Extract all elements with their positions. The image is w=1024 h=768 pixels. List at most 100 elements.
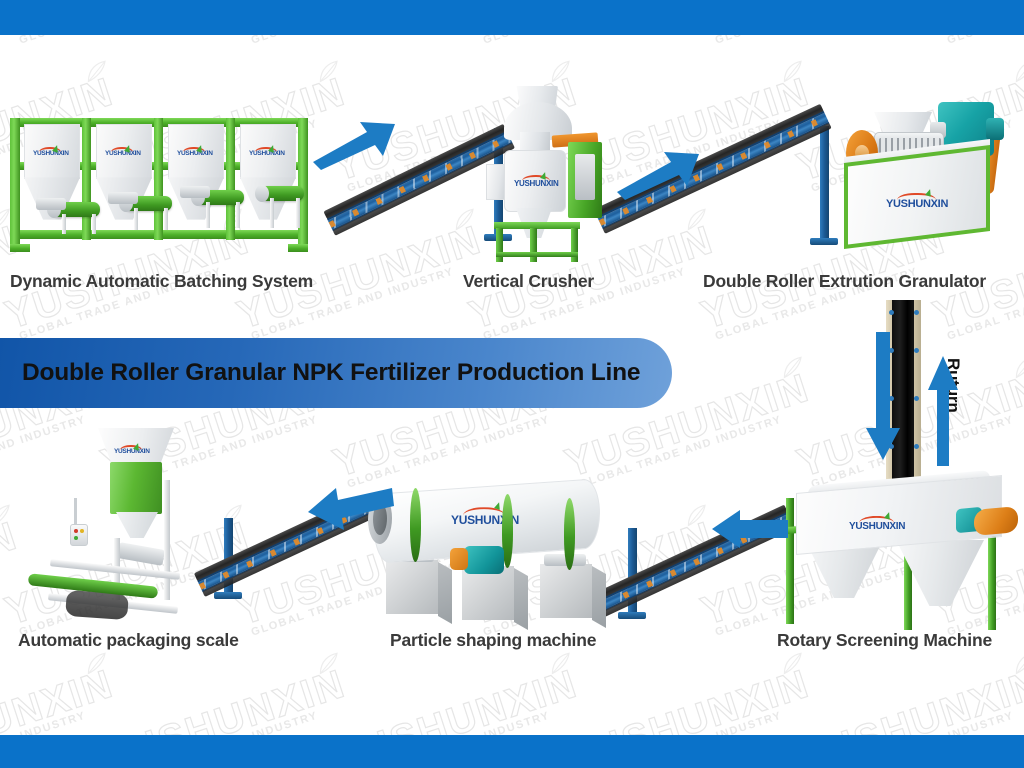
weigh-conveyor [255, 185, 304, 202]
elevator-bolt [914, 444, 919, 449]
motor-coupling [450, 548, 468, 570]
elevator-side-rail [914, 300, 921, 488]
screen-support-post [786, 498, 794, 624]
screen-drive-drum [974, 506, 1018, 536]
brand-logo: YUSHUNXIN [177, 143, 213, 157]
frame-post [10, 118, 20, 248]
brand-logo-text: YUSHUNXIN [105, 150, 141, 157]
logo-swoosh-icon [255, 147, 278, 152]
conveyor-leg [820, 126, 829, 240]
panel-indicator-green [74, 536, 78, 540]
frame-foot [10, 244, 30, 252]
logo-swoosh-icon [521, 175, 550, 181]
watermark-tagline-text: GLOBAL TRADE AND INDUSTRY [17, 265, 224, 343]
frame-post [154, 118, 163, 240]
elevator-bolt [914, 396, 919, 401]
panel-indicator-yellow [80, 529, 84, 533]
stand-platform [494, 222, 580, 229]
watermark-leaf-icon [687, 208, 706, 231]
caption-packaging-scale: Automatic packaging scale [18, 630, 239, 650]
machine-rotary-screening: YUSHUNXIN [778, 468, 1024, 630]
conveyor-support [270, 198, 274, 228]
machine-double-roller-granulator: YUSHUNXIN [838, 88, 1024, 264]
elevator-bolt [914, 348, 919, 353]
arrow-return-up [928, 356, 958, 466]
watermark-leaf-icon [687, 504, 706, 527]
brand-logo: YUSHUNXIN [886, 187, 948, 210]
machine-particle-shaping: YUSHUNXIN [358, 474, 612, 631]
caption-screening-machine: Rotary Screening Machine [777, 630, 992, 650]
frame-post [82, 118, 91, 240]
caption-granulator: Double Roller Extrution Granulator [703, 271, 986, 291]
logo-swoosh-icon [120, 445, 143, 450]
conveyor-support [134, 208, 138, 230]
brand-logo: YUSHUNXIN [114, 441, 150, 455]
frame-foot [288, 244, 308, 252]
title-banner: Double Roller Granular NPK Fertilizer Pr… [0, 338, 672, 408]
hopper-top [24, 124, 80, 180]
watermark-tagline-text: GLOBAL TRADE AND INDUSTRY [481, 265, 688, 343]
panel-indicator-red [74, 529, 78, 533]
arrow-batching-to-conveyor [311, 118, 397, 170]
hopper: YUSHUNXIN [240, 124, 296, 220]
conveyor-motor [180, 186, 210, 198]
page-title: Double Roller Granular NPK Fertilizer Pr… [22, 359, 641, 386]
arrow-screen-to-shaper [712, 508, 788, 550]
top-blue-bar [0, 0, 1024, 35]
crusher-motor-housing [568, 142, 602, 218]
logo-swoosh-icon [183, 147, 206, 152]
shaper-riding-ring [410, 487, 421, 563]
gearbox-housing [986, 118, 1004, 140]
brand-logo: YUSHUNXIN [849, 511, 905, 532]
elevator-bolt [914, 310, 919, 315]
watermark-leaf-icon [783, 652, 802, 675]
conveyor-foot [214, 592, 242, 599]
packer-frame-column [164, 480, 170, 600]
watermark-leaf-icon [0, 504, 10, 527]
brand-logo-text: YUSHUNXIN [177, 150, 213, 157]
packer-control-panel[interactable] [70, 524, 88, 546]
watermark-leaf-icon [783, 60, 802, 83]
shaper-drive-motor [450, 546, 504, 574]
stand-leg [571, 228, 578, 262]
frame-post [298, 118, 308, 248]
conveyor-motor [36, 198, 66, 210]
watermark-leaf-icon [1015, 60, 1024, 83]
elevator-bolt [889, 444, 894, 449]
packer-discharge-funnel [116, 512, 158, 538]
watermark-tagline-text: GLOBAL TRADE AND INDUSTRY [249, 265, 456, 343]
brand-logo: YUSHUNXIN [249, 143, 285, 157]
crusher-body: YUSHUNXIN [504, 150, 566, 212]
bottom-blue-bar [0, 735, 1024, 768]
logo-swoosh-icon [111, 147, 134, 152]
watermark-tagline-text: GLOBAL TRADE AND INDUSTRY [945, 266, 1024, 343]
stand-leg [530, 228, 537, 262]
arrow-return-down [866, 332, 900, 460]
crusher-motor [575, 154, 595, 200]
packer-bag-clamp [116, 542, 166, 566]
shaper-pedestal [462, 566, 528, 631]
watermark-leaf-icon [551, 60, 570, 83]
brand-logo: YUSHUNXIN [105, 143, 141, 157]
pedestal-face [592, 565, 606, 629]
watermark-leaf-icon [1015, 652, 1024, 675]
brand-logo-text: YUSHUNXIN [249, 150, 285, 157]
brand-logo: YUSHUNXIN [514, 171, 559, 188]
watermark-leaf-icon [319, 60, 338, 83]
brand-logo-text: YUSHUNXIN [114, 448, 150, 455]
crusher-stand [494, 222, 580, 262]
pedestal-face [438, 561, 452, 625]
conveyor-support [164, 208, 168, 230]
watermark-leaf-icon [87, 652, 106, 675]
logo-leaf-icon [494, 501, 503, 510]
conveyor-support [296, 198, 300, 228]
brand-logo-text: YUSHUNXIN [514, 179, 559, 188]
conveyor-support [92, 214, 96, 234]
caption-vertical-crusher: Vertical Crusher [463, 271, 595, 291]
packer-sensor-mast [74, 498, 77, 528]
machine-vertical-crusher: YUSHUNXIN [486, 86, 616, 262]
conveyor-pulley [255, 185, 269, 202]
machine-packaging-scale: YUSHUNXIN [18, 420, 208, 625]
granulator-base-cabinet: YUSHUNXIN [844, 145, 990, 249]
